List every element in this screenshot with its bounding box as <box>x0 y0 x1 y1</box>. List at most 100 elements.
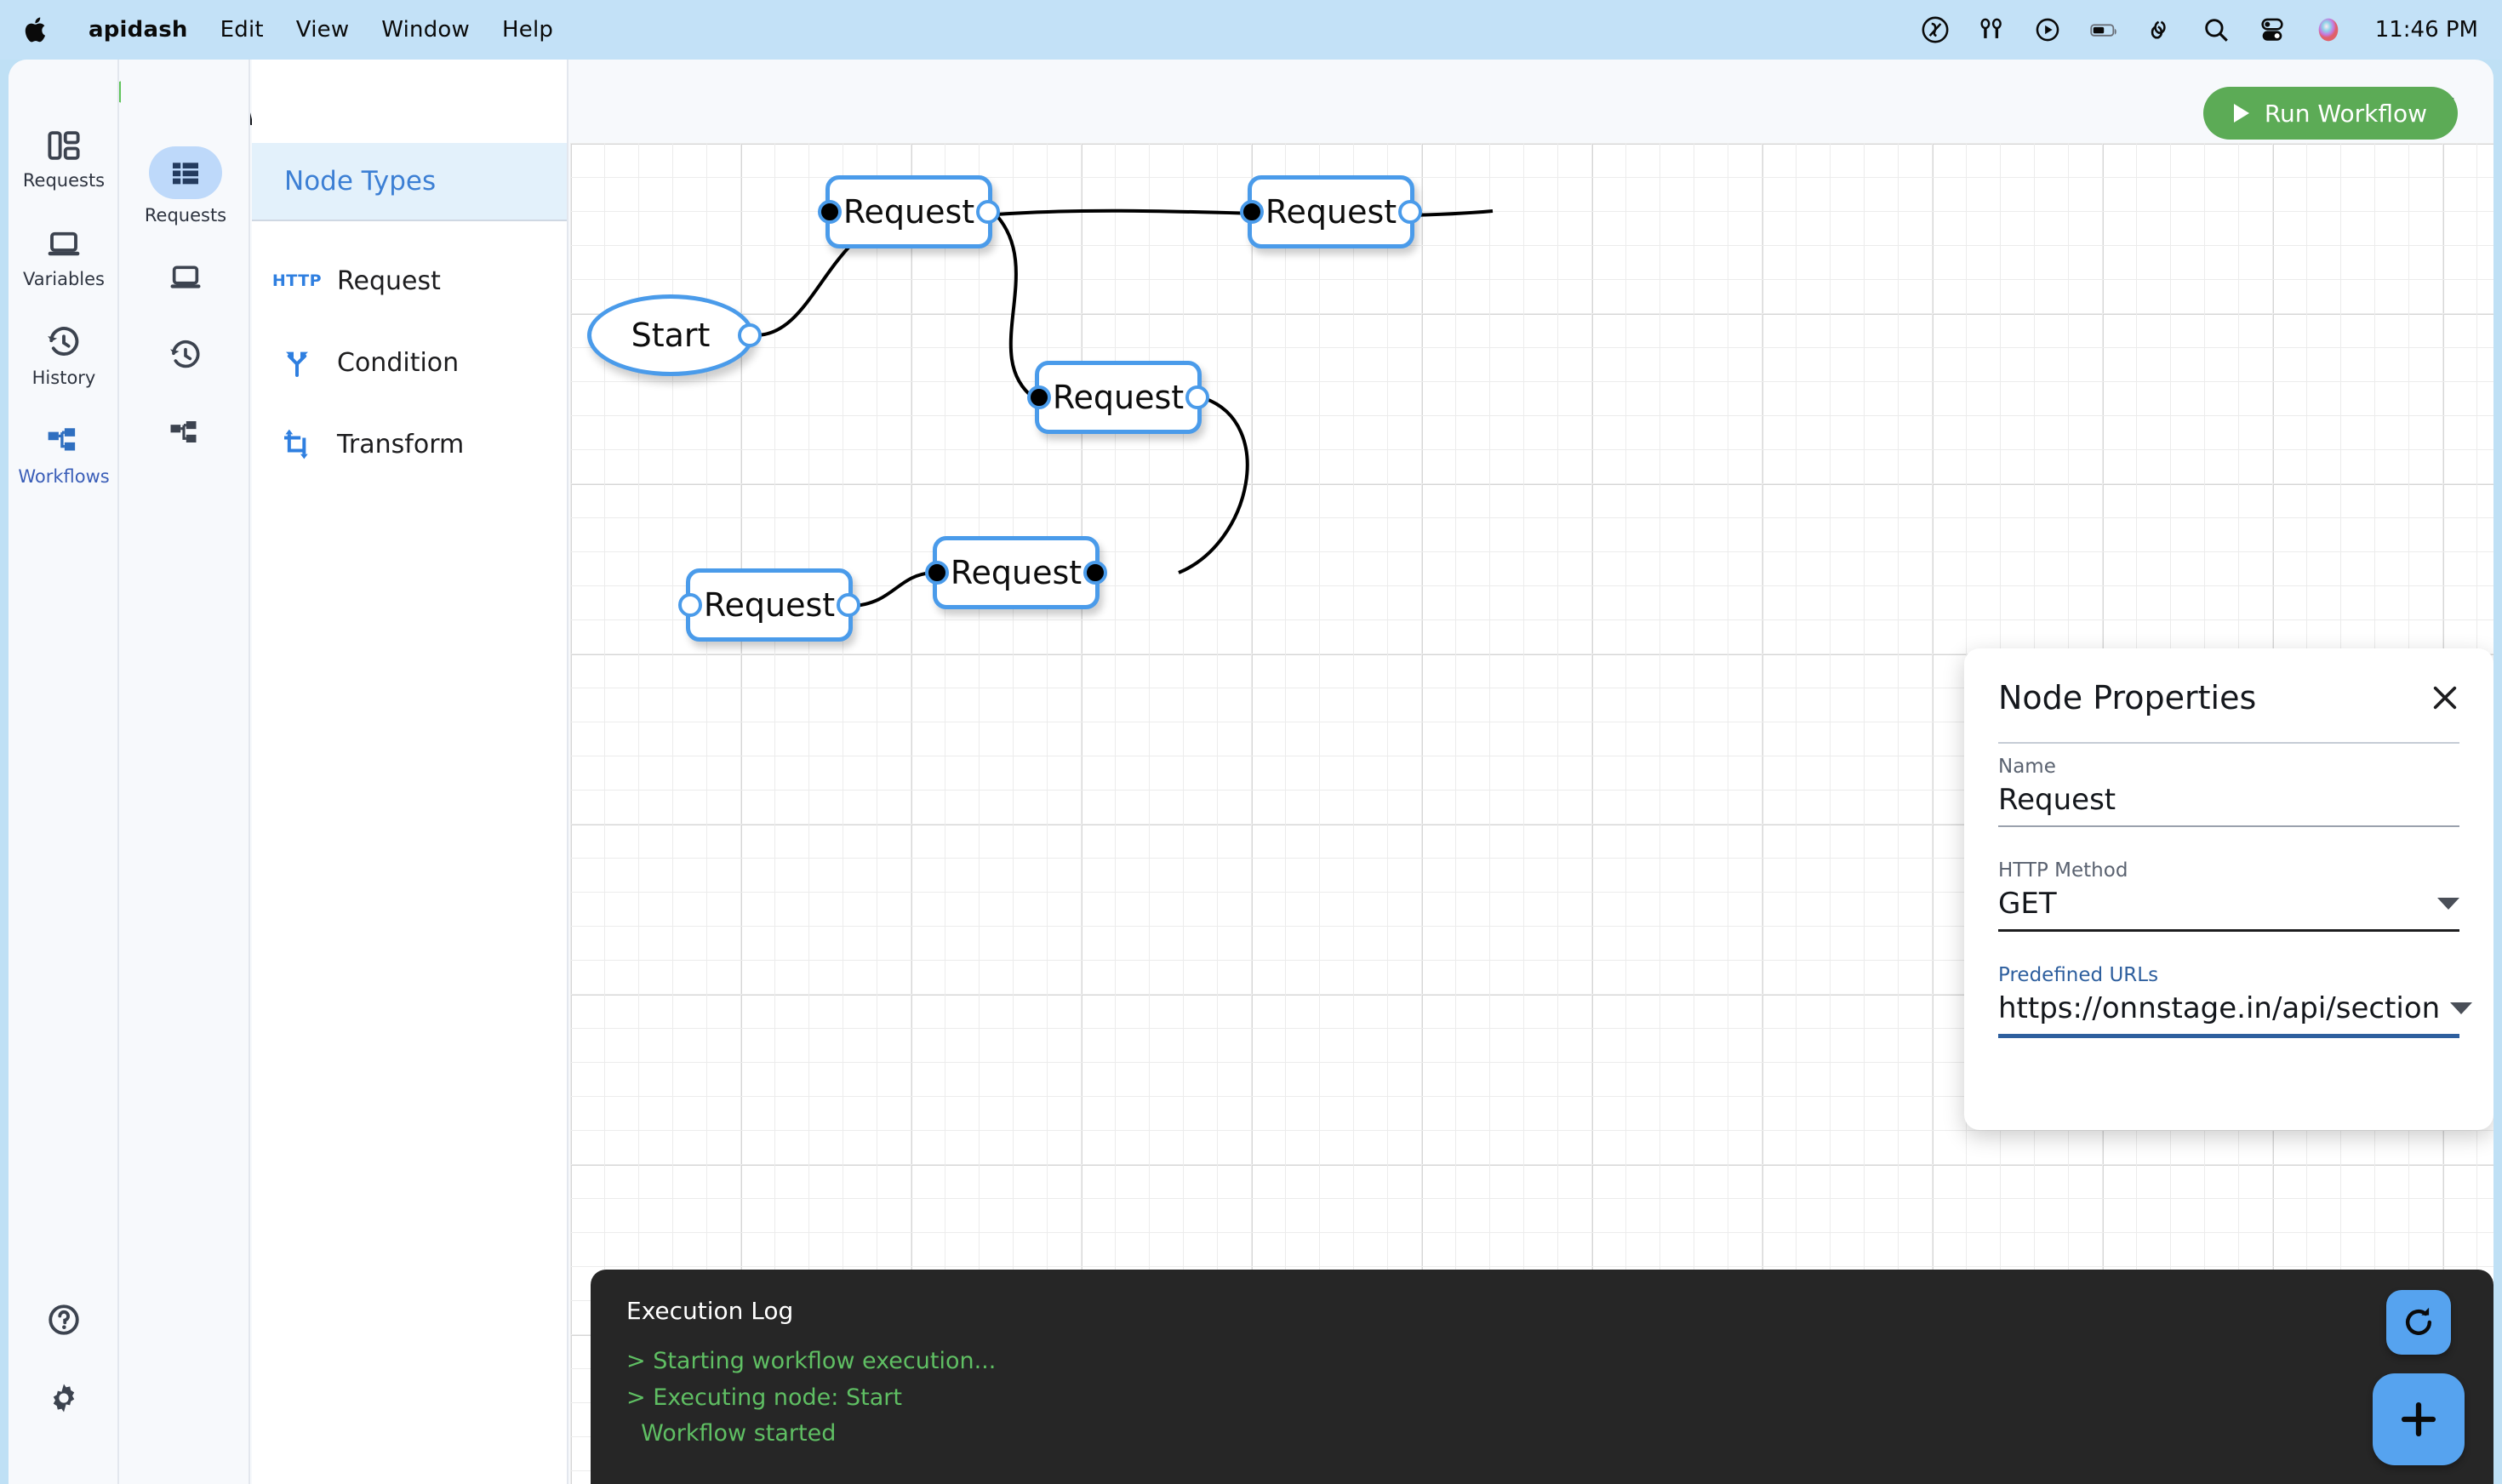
close-x-icon[interactable] <box>2431 683 2459 712</box>
branch-fork-icon-wrap <box>279 345 315 380</box>
strip-item-variables[interactable] <box>121 251 250 304</box>
menu-item-view[interactable]: View <box>295 17 350 43</box>
strip-pill <box>149 329 222 382</box>
strip-item-workflows[interactable] <box>121 408 250 460</box>
list-rows-icon <box>173 163 198 185</box>
node-output-port[interactable] <box>976 200 1000 224</box>
control-center-icon[interactable] <box>2258 15 2287 44</box>
node-properties-panel: Node Properties Name Request HTTP Method… <box>1964 648 2493 1130</box>
workflow-node-request-4[interactable]: Request <box>925 536 1107 609</box>
chevron-down-icon <box>2450 1002 2473 1014</box>
sidebar-item-workflows[interactable]: Workflows <box>9 424 119 487</box>
workflow-node-request-2[interactable]: Request <box>1240 175 1422 248</box>
history-clock-icon <box>170 340 200 368</box>
crop-transform-icon <box>284 429 308 459</box>
crop-transform-icon-wrap <box>279 426 315 462</box>
rail-bottom-group <box>9 1302 119 1458</box>
menubar-clock[interactable]: 11:46 PM <box>2374 17 2478 43</box>
field-label-name: Name <box>1998 756 2056 778</box>
run-workflow-label: Run Workflow <box>2264 99 2427 128</box>
node-output-port[interactable] <box>1398 200 1422 224</box>
airpods-icon[interactable] <box>1977 15 2006 44</box>
add-node-button[interactable] <box>2373 1373 2465 1465</box>
node-types-header: Node Types <box>252 143 567 221</box>
node-input-port[interactable] <box>818 200 842 224</box>
sidebar-label-workflows: Workflows <box>18 466 110 487</box>
node-properties-title: Node Properties <box>1998 679 2257 716</box>
http-badge-icon: HTTP <box>272 263 322 299</box>
sidebar-item-variables[interactable]: Variables <box>9 226 119 289</box>
run-workflow-button[interactable]: Run Workflow <box>2202 87 2458 140</box>
help-button[interactable] <box>9 1302 119 1338</box>
strip-pill-selected <box>149 146 222 199</box>
history-clock-icon <box>48 327 79 356</box>
play-circle-icon[interactable] <box>2033 15 2062 44</box>
refresh-icon <box>2405 1307 2432 1335</box>
node-input-port[interactable] <box>678 593 702 617</box>
node-input-port[interactable] <box>925 561 949 585</box>
branch-fork-icon <box>286 351 308 377</box>
node-type-request[interactable]: HTTP Request <box>252 240 567 322</box>
node-label: Request <box>703 586 836 624</box>
node-type-transform[interactable]: Transform <box>252 403 567 485</box>
node-types-title: Node Types <box>284 166 437 197</box>
field-label-predefined-urls: Predefined URLs <box>1998 964 2159 986</box>
node-label: Request <box>1052 379 1185 416</box>
workflow-node-request-3[interactable]: Request <box>1027 361 1209 434</box>
search-icon[interactable] <box>2202 15 2231 44</box>
node-output-port[interactable] <box>837 593 860 617</box>
primary-nav-rail: Requests Variables History Wo <box>9 60 119 1484</box>
http-badge-text: HTTP <box>271 271 323 290</box>
workflow-node-request-5[interactable]: Request <box>678 568 860 642</box>
node-type-label-condition: Condition <box>337 347 460 378</box>
node-properties-header: Node Properties <box>1998 679 2459 716</box>
laptop-icon <box>48 231 80 256</box>
apple-logo-icon[interactable] <box>24 15 49 44</box>
execution-log-line: > Executing node: Start <box>626 1384 902 1411</box>
dashboard-icon <box>48 131 80 160</box>
sidebar-item-requests[interactable]: Requests <box>9 128 119 191</box>
chain-link-icon[interactable] <box>2145 15 2174 44</box>
node-output-port[interactable] <box>738 323 762 347</box>
settings-button[interactable] <box>9 1380 119 1416</box>
node-output-port[interactable] <box>1083 561 1107 585</box>
menu-item-edit[interactable]: Edit <box>220 17 264 43</box>
creative-cloud-icon[interactable] <box>1921 15 1950 44</box>
http-method-select[interactable]: GET <box>1998 887 2459 932</box>
menu-item-help[interactable]: Help <box>502 17 554 43</box>
node-type-condition[interactable]: Condition <box>252 322 567 403</box>
field-label-http-method: HTTP Method <box>1998 859 2128 882</box>
node-input-port[interactable] <box>1027 385 1051 409</box>
menu-item-window[interactable]: Window <box>381 17 470 43</box>
field-predefined-urls: Predefined URLs https://onnstage.in/api/… <box>1998 964 2473 1038</box>
execution-log-panel: Execution Log > Starting workflow execut… <box>591 1270 2493 1484</box>
plus-icon <box>2401 1401 2436 1437</box>
node-label: Start <box>631 317 711 354</box>
sidebar-item-history[interactable]: History <box>9 325 119 388</box>
workflow-nodes-icon <box>170 421 197 442</box>
secondary-icon-strip: Requests <box>121 60 250 1484</box>
http-method-value: GET <box>1998 887 2057 921</box>
execution-log-title: Execution Log <box>626 1297 794 1325</box>
field-name: Name Request <box>1998 756 2459 827</box>
strip-item-requests[interactable]: Requests <box>121 146 250 225</box>
play-triangle-icon <box>2233 104 2249 123</box>
reset-view-button[interactable] <box>2386 1290 2451 1355</box>
node-input-port[interactable] <box>1240 200 1264 224</box>
predefined-urls-select[interactable]: https://onnstage.in/api/section <box>1998 991 2473 1038</box>
help-circle-icon <box>49 1304 79 1335</box>
node-type-label-request: Request <box>337 265 441 296</box>
siri-icon[interactable] <box>2314 15 2343 44</box>
strip-item-history[interactable] <box>121 329 250 382</box>
menu-item-apidash[interactable]: apidash <box>89 17 188 43</box>
execution-log-line: Workflow started <box>626 1420 837 1447</box>
battery-icon[interactable] <box>2089 15 2118 44</box>
app-window: New Workflow Requests <box>9 60 2493 1484</box>
node-output-port[interactable] <box>1185 385 1209 409</box>
floating-action-buttons <box>2373 1290 2465 1465</box>
workflow-node-start[interactable]: Start <box>587 294 762 376</box>
workflow-node-request-1[interactable]: Request <box>818 175 1000 248</box>
name-input[interactable]: Request <box>1998 783 2459 827</box>
sidebar-label-variables: Variables <box>23 269 105 289</box>
divider <box>1998 742 2459 744</box>
